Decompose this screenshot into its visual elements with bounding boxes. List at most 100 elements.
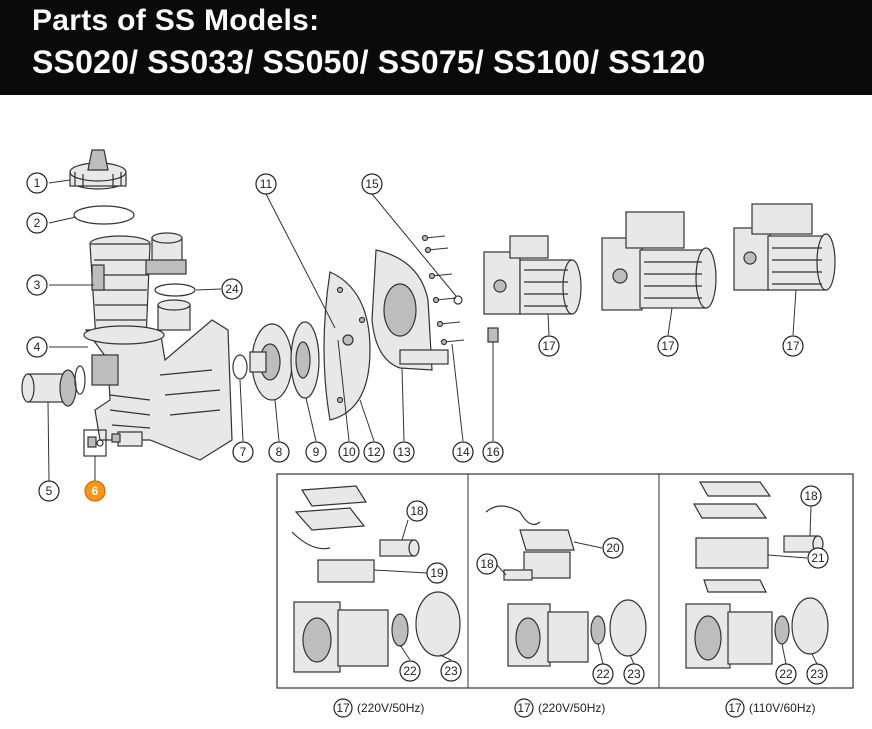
part-pump-housing (83, 299, 233, 461)
exploded-parts-diagram: 1 2 3 4 5 6 7 8 9 10 11 12 13 14 15 16 1… (21, 149, 854, 718)
leader-lines-upper (47, 179, 797, 482)
svg-text:18: 18 (410, 504, 424, 518)
callout-22-panel-2: 22 (592, 663, 614, 685)
part-union (21, 365, 86, 407)
part-seal-plate (323, 271, 371, 421)
svg-text:6: 6 (92, 484, 99, 498)
callout-8: 8 (268, 441, 290, 463)
svg-text:11: 11 (260, 177, 273, 191)
svg-text:16: 16 (486, 445, 500, 459)
callout-12: 12 (363, 441, 385, 463)
svg-text:4: 4 (34, 340, 41, 354)
callout-7: 7 (232, 441, 254, 463)
callout-17-motor-1: 17 (538, 335, 560, 357)
part-clip (487, 327, 499, 343)
part-diffuser-ring (232, 354, 248, 380)
title-line2: SS020/ SS033/ SS050/ SS075/ SS100/ SS120 (32, 44, 706, 80)
part-washer (453, 295, 463, 305)
part-bolts (421, 234, 465, 346)
svg-text:12: 12 (367, 445, 381, 459)
svg-text:1: 1 (34, 176, 41, 190)
svg-text:23: 23 (444, 664, 458, 678)
part-drain-plug (83, 429, 107, 457)
part-o-ring (73, 205, 135, 225)
caption-3-part-number: 17 (725, 698, 745, 718)
part-outlet-union (145, 232, 196, 297)
callout-18-panel-2: 18 (476, 553, 498, 575)
part-lid (69, 149, 127, 190)
callout-3: 3 (26, 274, 48, 296)
part-motor-3 (733, 203, 836, 291)
svg-text:22: 22 (779, 667, 793, 681)
callout-1: 1 (26, 172, 48, 194)
svg-text:3: 3 (34, 278, 41, 292)
callout-10: 10 (338, 441, 360, 463)
caption-2-part-number: 17 (514, 698, 534, 718)
callout-14: 14 (452, 441, 474, 463)
svg-text:13: 13 (397, 445, 411, 459)
callout-16: 16 (482, 441, 504, 463)
svg-text:21: 21 (811, 551, 825, 565)
callout-18-panel-3: 18 (800, 485, 822, 507)
variant-1-illustration (291, 485, 461, 673)
callout-20: 20 (602, 537, 624, 559)
svg-text:14: 14 (456, 445, 470, 459)
svg-text:15: 15 (365, 177, 379, 191)
part-motor-1 (483, 235, 582, 315)
part-diffuser (249, 323, 293, 401)
callout-11: 11 (255, 173, 277, 195)
variant-panels (276, 473, 854, 689)
svg-text:19: 19 (430, 566, 444, 580)
svg-text:24: 24 (225, 282, 239, 296)
part-motor-bracket (371, 249, 449, 371)
callout-21: 21 (807, 547, 829, 569)
caption-1-part-number: 17 (333, 698, 353, 718)
callout-18-panel-1: 18 (406, 500, 428, 522)
callout-24: 24 (221, 278, 243, 300)
variant-2-illustration (485, 505, 647, 667)
svg-text:10: 10 (342, 445, 356, 459)
leader-lines-lower (373, 505, 818, 665)
svg-text:22: 22 (596, 667, 610, 681)
caption-2-spec: (220V/50Hz) (538, 701, 605, 715)
caption-3-spec: (110V/60Hz) (749, 701, 815, 715)
svg-text:20: 20 (606, 541, 620, 555)
part-impeller (290, 321, 320, 399)
callout-19: 19 (426, 562, 448, 584)
callout-23-panel-3: 23 (806, 663, 828, 685)
caption-1-spec: (220V/50Hz) (357, 701, 424, 715)
svg-text:5: 5 (46, 484, 53, 498)
callout-9: 9 (305, 441, 327, 463)
svg-text:23: 23 (627, 667, 641, 681)
svg-text:8: 8 (276, 445, 283, 459)
callout-22-panel-1: 22 (399, 660, 421, 682)
title-banner: Parts of SS Models: SS020/ SS033/ SS050/… (0, 0, 872, 95)
part-basket (89, 235, 151, 341)
callout-22-panel-3: 22 (775, 663, 797, 685)
variant-3-illustration (685, 481, 829, 669)
svg-text:2: 2 (34, 216, 41, 230)
callout-17-motor-3: 17 (782, 335, 804, 357)
svg-text:17: 17 (336, 701, 350, 715)
callout-13: 13 (393, 441, 415, 463)
callout-2: 2 (26, 212, 48, 234)
svg-text:17: 17 (542, 339, 556, 353)
svg-text:17: 17 (786, 339, 800, 353)
svg-text:18: 18 (480, 557, 494, 571)
svg-text:22: 22 (403, 664, 417, 678)
callout-5: 5 (38, 480, 60, 502)
callout-4: 4 (26, 336, 48, 358)
callout-23-panel-1: 23 (440, 660, 462, 682)
svg-text:18: 18 (804, 489, 818, 503)
part-motor-2 (601, 211, 717, 311)
callout-6-highlighted: 6 (84, 480, 106, 502)
svg-text:7: 7 (240, 445, 247, 459)
title-line1: Parts of SS Models: (32, 4, 320, 37)
svg-text:17: 17 (728, 701, 742, 715)
callout-23-panel-2: 23 (623, 663, 645, 685)
svg-text:17: 17 (517, 701, 531, 715)
svg-text:23: 23 (810, 667, 824, 681)
callout-15: 15 (361, 173, 383, 195)
svg-text:9: 9 (313, 445, 320, 459)
svg-text:17: 17 (661, 339, 675, 353)
